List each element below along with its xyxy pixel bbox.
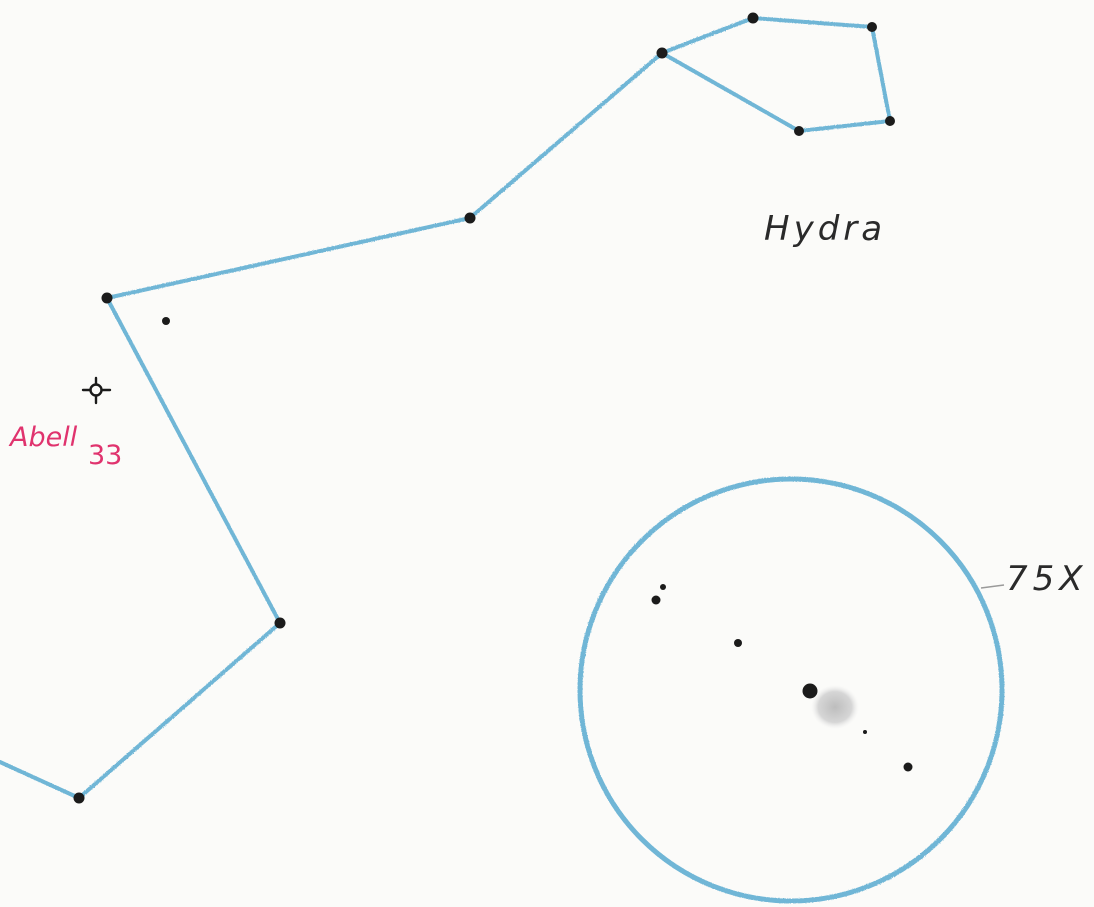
target-label: Abell <box>8 422 78 453</box>
faint-star <box>162 317 170 325</box>
constellation-name: Hydra <box>764 209 886 249</box>
constellation-lines <box>0 16 892 800</box>
field-star <box>660 584 666 590</box>
eyepiece-field-circle <box>577 476 1005 904</box>
star <box>274 617 286 629</box>
field-star <box>734 639 742 647</box>
eyepiece-field <box>651 584 913 772</box>
field-star <box>651 595 661 605</box>
magnification-leader <box>980 584 1005 589</box>
central-star <box>802 683 818 699</box>
star <box>867 22 877 32</box>
hydra-body-line <box>0 51 664 800</box>
planetary-nebula-icon <box>81 376 112 405</box>
star <box>464 212 476 224</box>
hydra-head-asterism <box>660 16 892 133</box>
nebula-glow <box>811 685 859 729</box>
magnification-label: 75X <box>1006 559 1088 599</box>
star <box>747 12 759 24</box>
field-star <box>863 730 867 734</box>
star <box>73 792 85 804</box>
star <box>794 126 804 136</box>
star <box>885 116 895 126</box>
star <box>101 292 113 304</box>
star <box>656 47 668 59</box>
target-label-number: 33 <box>88 440 122 471</box>
field-star <box>903 762 913 772</box>
constellation-stars <box>73 12 895 804</box>
